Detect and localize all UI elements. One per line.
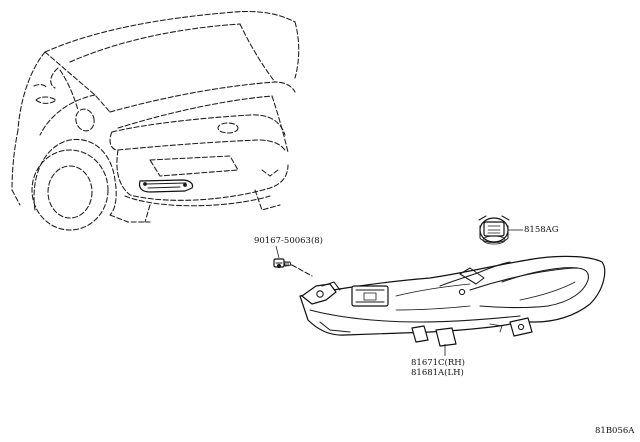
socket-part — [478, 215, 523, 245]
reflector-lamp-assembly — [299, 255, 606, 356]
bolt-part-number[interactable]: 90167-50063(8) — [254, 236, 323, 246]
screw-part — [273, 245, 313, 277]
lamp-part-number-rh[interactable]: 81671C(RH) — [411, 358, 465, 368]
socket-part-number[interactable]: 8158AG — [524, 225, 559, 235]
reflector-location-on-vehicle — [138, 179, 194, 193]
diagram-code: 81B056A — [595, 426, 635, 436]
lamp-part-number-lh[interactable]: 81681A(LH) — [411, 368, 464, 378]
vehicle-rear-outline — [11, 11, 300, 231]
